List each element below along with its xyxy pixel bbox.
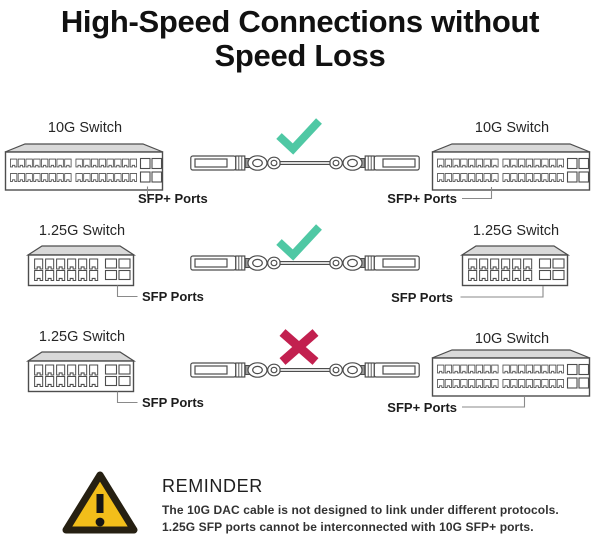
dac-cable-row2 — [191, 256, 419, 270]
port-label-row1-left: SFP+ Ports — [138, 191, 208, 206]
check-icon-row1 — [279, 121, 319, 149]
pointer-line-row1-right — [462, 187, 493, 200]
switch-label-row1-right: 10G Switch — [474, 120, 550, 136]
switch-10g-row3-right — [432, 350, 590, 396]
switch-label-row2-right: 1.25G Switch — [472, 223, 560, 239]
switch-125g-row3-left — [28, 352, 134, 392]
reminder-line-1: The 10G DAC cable is not designed to lin… — [162, 503, 559, 517]
check-icon-row2 — [279, 227, 319, 255]
port-label-row1-right: SFP+ Ports — [387, 191, 457, 206]
switch-10g-row1-left — [5, 144, 163, 190]
page-title: High-Speed Connections without Speed Los… — [0, 5, 600, 73]
switch-10g-row1-right — [432, 144, 590, 190]
pointer-line-row3-left — [116, 391, 138, 404]
warning-triangle-icon — [62, 471, 138, 534]
pointer-line-row3-right — [462, 397, 526, 408]
cross-icon-row3 — [283, 333, 316, 362]
port-label-row3-left: SFP Ports — [142, 395, 204, 410]
switch-125g-row2-left — [28, 246, 134, 286]
port-label-row2-right: SFP Ports — [391, 290, 453, 305]
switch-label-row3-left: 1.25G Switch — [38, 329, 126, 345]
pointer-line-row2-left — [116, 285, 138, 298]
reminder-line-2: 1.25G SFP ports cannot be interconnected… — [162, 520, 534, 534]
dac-cable-row1 — [191, 156, 419, 170]
switch-label-row1-left: 10G Switch — [47, 120, 123, 136]
pointer-line-row2-right — [460, 286, 544, 298]
reminder-heading: REMINDER — [162, 476, 263, 496]
page-title-line1: High-Speed Connections without — [60, 4, 540, 39]
dac-cable-row3 — [191, 363, 419, 377]
page-title-line2: Speed Loss — [214, 38, 386, 73]
switch-label-row2-left: 1.25G Switch — [38, 223, 126, 239]
switch-label-row3-right: 10G Switch — [474, 331, 550, 347]
port-label-row3-right: SFP+ Ports — [387, 400, 457, 415]
switch-125g-row2-right — [462, 246, 568, 286]
port-label-row2-left: SFP Ports — [142, 289, 204, 304]
